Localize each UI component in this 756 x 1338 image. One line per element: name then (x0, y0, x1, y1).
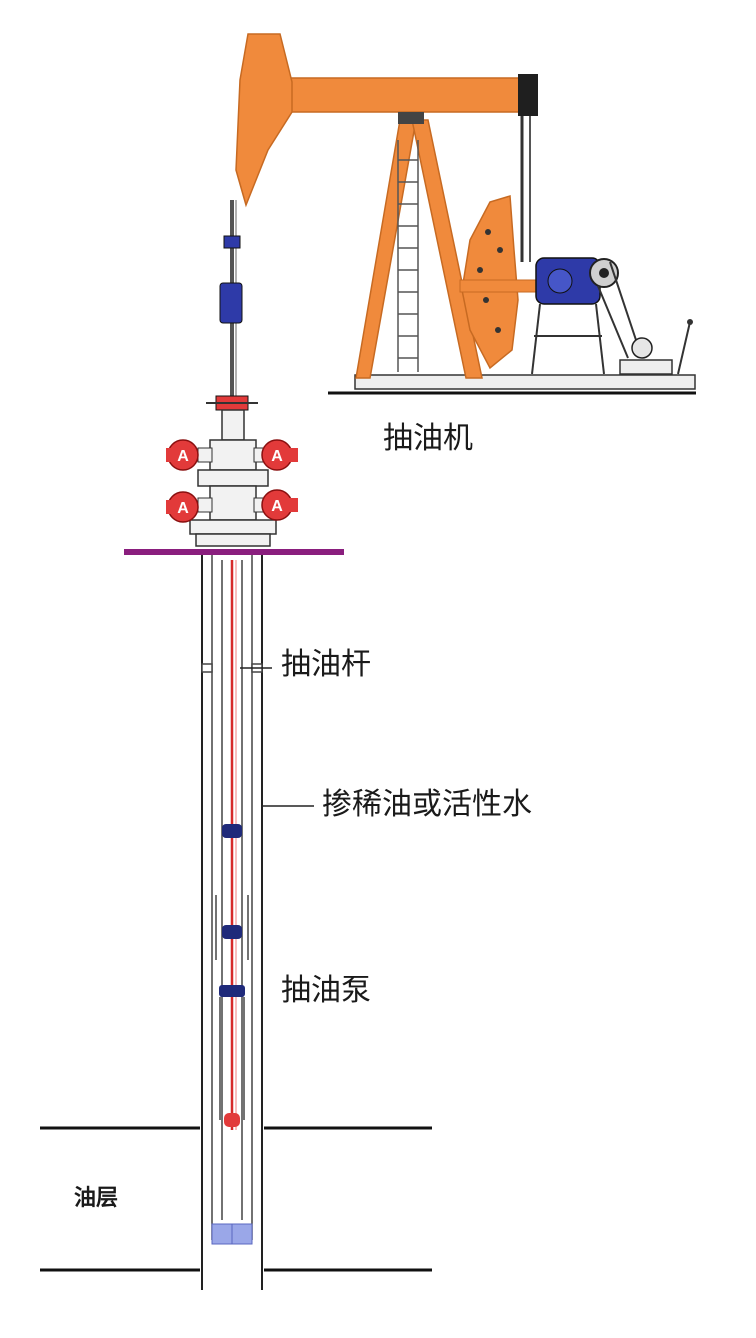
svg-text:A: A (177, 448, 189, 465)
polished-rod (219, 200, 243, 402)
counterweight-bolts (477, 229, 503, 333)
label-sucker-rod: 抽油杆 (281, 647, 371, 682)
motor (535, 257, 619, 305)
motor-stand (531, 303, 605, 375)
pump-top (219, 985, 245, 997)
rod-coupling (222, 824, 242, 838)
svg-text:A: A (177, 500, 189, 517)
saddle-bearing (398, 112, 424, 124)
pump-barrel (215, 895, 249, 1120)
label-oil-pump: 抽油泵 (281, 973, 371, 1008)
ladder (397, 140, 419, 372)
standing-valve (224, 1113, 240, 1127)
label-oil-layer: 油层 (74, 1186, 119, 1211)
svg-text:A: A (271, 498, 283, 515)
valve-wheel-icon: A (166, 439, 199, 471)
walking-beam (279, 77, 526, 113)
horsehead (235, 33, 293, 208)
wellhead (189, 395, 277, 547)
label-pumping-unit: 抽油机 (383, 421, 473, 456)
oil-layer-boundary (40, 1126, 432, 1272)
pumping-unit-base (354, 374, 696, 390)
rod-coupling (222, 925, 242, 939)
valve-wheel-icon: A (166, 491, 199, 523)
belt-drive (597, 261, 641, 359)
brake-assembly (619, 319, 693, 375)
carrier-bar (223, 235, 241, 249)
pumping-unit (235, 33, 696, 395)
casing (201, 555, 263, 1290)
valve-wheel-icon: A (261, 489, 298, 521)
surface-flange (124, 549, 344, 555)
svg-text:A: A (271, 448, 283, 465)
rod-clamp (219, 282, 243, 324)
label-diluent: 掺稀油或活性水 (322, 787, 532, 822)
samson-post (355, 119, 417, 379)
valve-wheel-icon: A (261, 439, 298, 471)
beam-rear-end (518, 74, 538, 116)
